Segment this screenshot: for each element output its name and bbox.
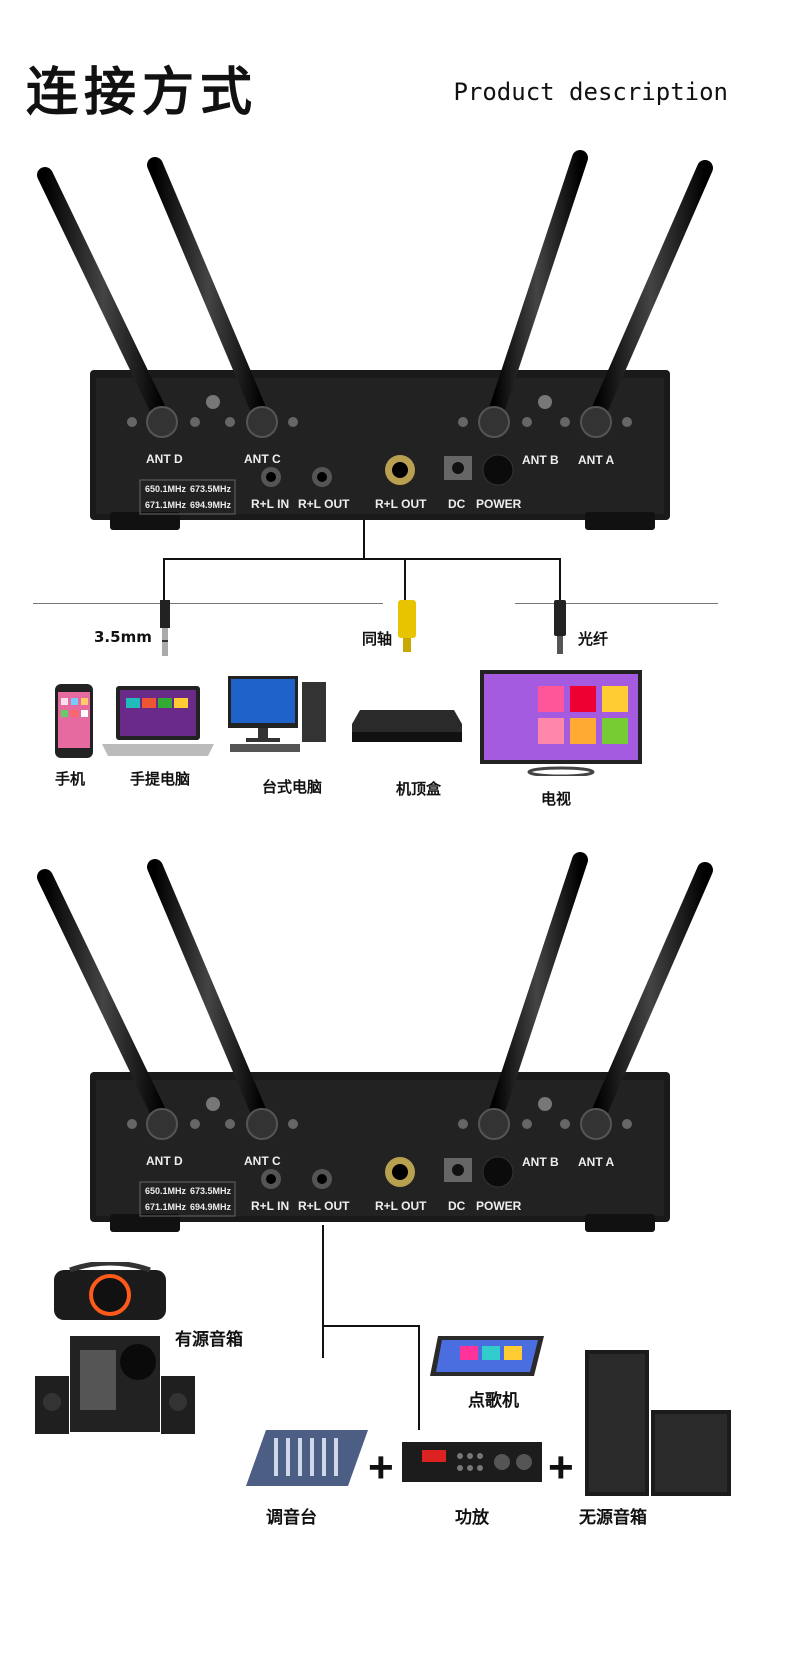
port-power: POWER (476, 497, 522, 511)
freq-4: 694.9MHz (190, 500, 232, 510)
page-title: 连接方式 (26, 63, 259, 123)
jack-3p5-icon (160, 600, 170, 656)
optical-plug-icon (554, 600, 566, 654)
passive-speaker-label: 无源音箱 (579, 1508, 647, 1528)
ant-b-label-2: ANT B (522, 1155, 559, 1169)
device-laptop-label: 手提电脑 (130, 770, 191, 788)
connector-coax-label: 同轴 (362, 630, 393, 648)
set-top-box-icon (352, 710, 462, 742)
tv-icon (480, 670, 642, 776)
amplifier-icon (402, 1442, 542, 1482)
freq-2: 673.5MHz (190, 484, 232, 494)
mixer-label: 调音台 (266, 1508, 317, 1528)
ant-d-label: ANT D (146, 452, 183, 466)
active-speaker-label: 有源音箱 (175, 1330, 243, 1350)
coax-plug-icon (398, 600, 416, 652)
ktv-machine-icon (430, 1336, 544, 1376)
device-phone-label: 手机 (55, 770, 86, 788)
freq-2-2: 673.5MHz (190, 1186, 232, 1196)
wire-coax (404, 558, 406, 603)
port-power-2: POWER (476, 1199, 522, 1213)
ant-c-label-2: ANT C (244, 1154, 281, 1168)
port-dc-2: DC (448, 1199, 466, 1213)
ant-c-label: ANT C (244, 452, 281, 466)
port-rl-in-2: R+L IN (251, 1199, 290, 1213)
receiver-1-illustration (37, 150, 713, 530)
device-tv-label: 电视 (541, 790, 572, 808)
device-desktop-label: 台式电脑 (262, 778, 323, 796)
pc-speaker-set-icon (35, 1336, 195, 1434)
freq-1: 650.1MHz (145, 484, 187, 494)
ant-b-label: ANT B (522, 453, 559, 467)
port-rl-out-1: R+L OUT (298, 497, 350, 511)
port-dc: DC (448, 497, 466, 511)
wire-main-2 (322, 1225, 324, 1358)
wire-to-amp-v (418, 1325, 420, 1430)
mixer-icon (246, 1430, 368, 1486)
receiver-2: ANT D ANT C ANT B ANT A 650.1MHz 673.5MH… (0, 842, 790, 1242)
ant-a-label: ANT A (578, 453, 615, 467)
portable-speaker-icon (54, 1262, 166, 1320)
ant-a-label-2: ANT A (578, 1155, 615, 1169)
freq-3-2: 671.1MHz (145, 1202, 187, 1212)
ktv-label: 点歌机 (468, 1391, 519, 1411)
receiver-2-illustration (37, 852, 713, 1232)
receiver-1: ANT D ANT C ANT B ANT A 650.1MHz 673.5MH… (0, 140, 790, 540)
connector-3p5-label: 3.5mm (94, 628, 152, 646)
device-stb-label: 机顶盒 (396, 780, 442, 798)
freq-1-2: 650.1MHz (145, 1186, 187, 1196)
freq-3: 671.1MHz (145, 500, 187, 510)
wire-3p5 (163, 558, 165, 603)
page-subtitle: Product description (453, 78, 728, 106)
amplifier-label: 功放 (455, 1508, 489, 1528)
laptop-icon (102, 686, 214, 756)
desktop-icon (228, 676, 326, 752)
ant-d-label-2: ANT D (146, 1154, 183, 1168)
wire-optical (559, 558, 561, 603)
port-rl-out-2-2: R+L OUT (375, 1199, 427, 1213)
plus-sign-2: + (548, 1443, 574, 1492)
phone-icon (55, 684, 93, 758)
plus-sign-1: + (368, 1443, 394, 1492)
wire-to-amp-h (322, 1325, 420, 1327)
freq-4-2: 694.9MHz (190, 1202, 232, 1212)
port-rl-in: R+L IN (251, 497, 290, 511)
wire-main-1 (363, 520, 365, 560)
connector-optical-label: 光纤 (578, 630, 609, 648)
divider-right (515, 603, 718, 604)
wire-split-1 (163, 558, 561, 560)
port-rl-out-2: R+L OUT (375, 497, 427, 511)
passive-speakers-icon (585, 1350, 731, 1496)
port-rl-out-1-2: R+L OUT (298, 1199, 350, 1213)
divider-left (33, 603, 383, 604)
